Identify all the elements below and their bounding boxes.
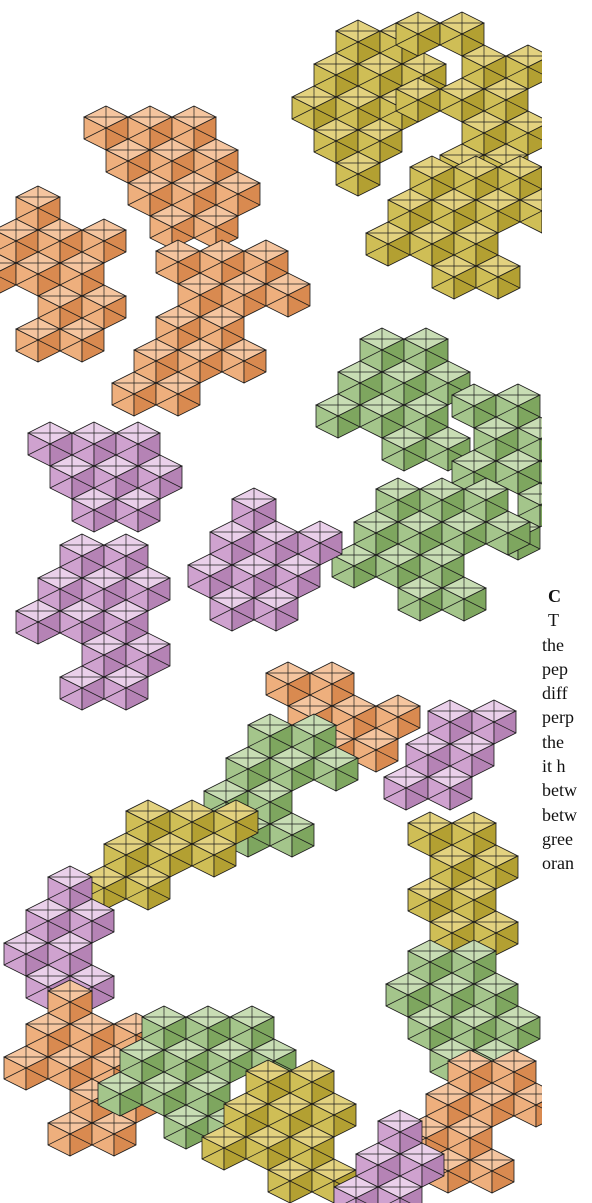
text-line: gree [542,827,592,851]
text-line: the [542,730,592,754]
text-line: the [542,633,592,657]
green-piece-bottom [332,478,530,621]
text-line-heading: C [542,584,592,608]
text-line: T [542,608,592,632]
text-line: betw [542,803,592,827]
text-line: it h [542,754,592,778]
octahedron-clusters-illustration [0,0,542,1203]
orange-piece-left [0,186,126,362]
purple-piece-left [16,534,170,710]
green-piece-top [316,328,470,471]
cropped-text-column: C T the pep diff perp the it h betw betw… [542,584,592,876]
olive-piece-bottom [366,156,542,299]
text-line: oran [542,851,592,875]
purple-piece-right [188,488,342,631]
purple-piece-top [28,422,182,532]
orange-piece-right [112,240,310,416]
ring-olive-right [408,812,518,955]
text-line: pep [542,657,592,681]
ring-olive-left [82,800,258,910]
text-line: diff [542,681,592,705]
text-line: perp [542,705,592,729]
text-line: betw [542,778,592,802]
